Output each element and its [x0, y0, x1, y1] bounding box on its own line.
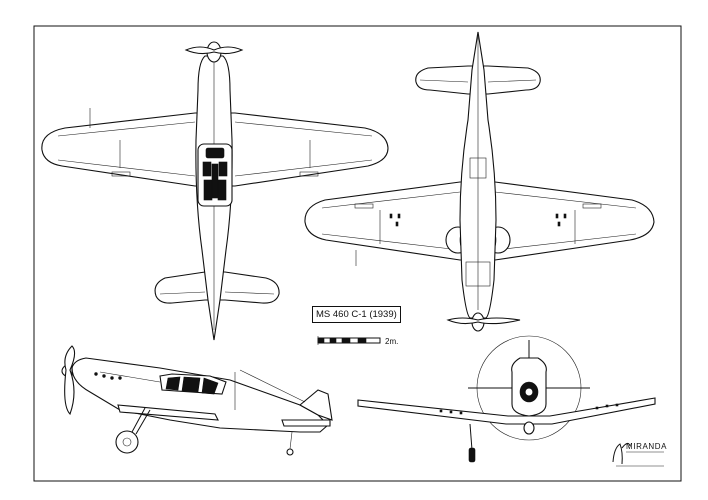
miranda-signature: MIRANDA [612, 442, 667, 467]
side-view-propeller [64, 345, 76, 416]
aircraft-designation: MS 460 C-1 (1939) [312, 306, 401, 323]
scale-bar [317, 336, 381, 345]
top-view-canopy [197, 143, 233, 207]
front-view [357, 335, 656, 463]
top-view [41, 41, 389, 341]
side-view-fin [299, 389, 333, 421]
bottom-view-propeller [446, 317, 521, 325]
side-view-wheel [115, 430, 139, 454]
svg-text:MIRANDA: MIRANDA [626, 442, 667, 451]
sheet-border [33, 25, 682, 482]
top-view-propeller [184, 46, 244, 55]
side-view [61, 345, 333, 456]
scale-bar-label: 2m. [385, 337, 399, 346]
side-view-fuselage [71, 357, 329, 433]
bottom-view [304, 31, 655, 332]
side-view-wing [117, 404, 219, 421]
front-view-wing [357, 397, 656, 425]
